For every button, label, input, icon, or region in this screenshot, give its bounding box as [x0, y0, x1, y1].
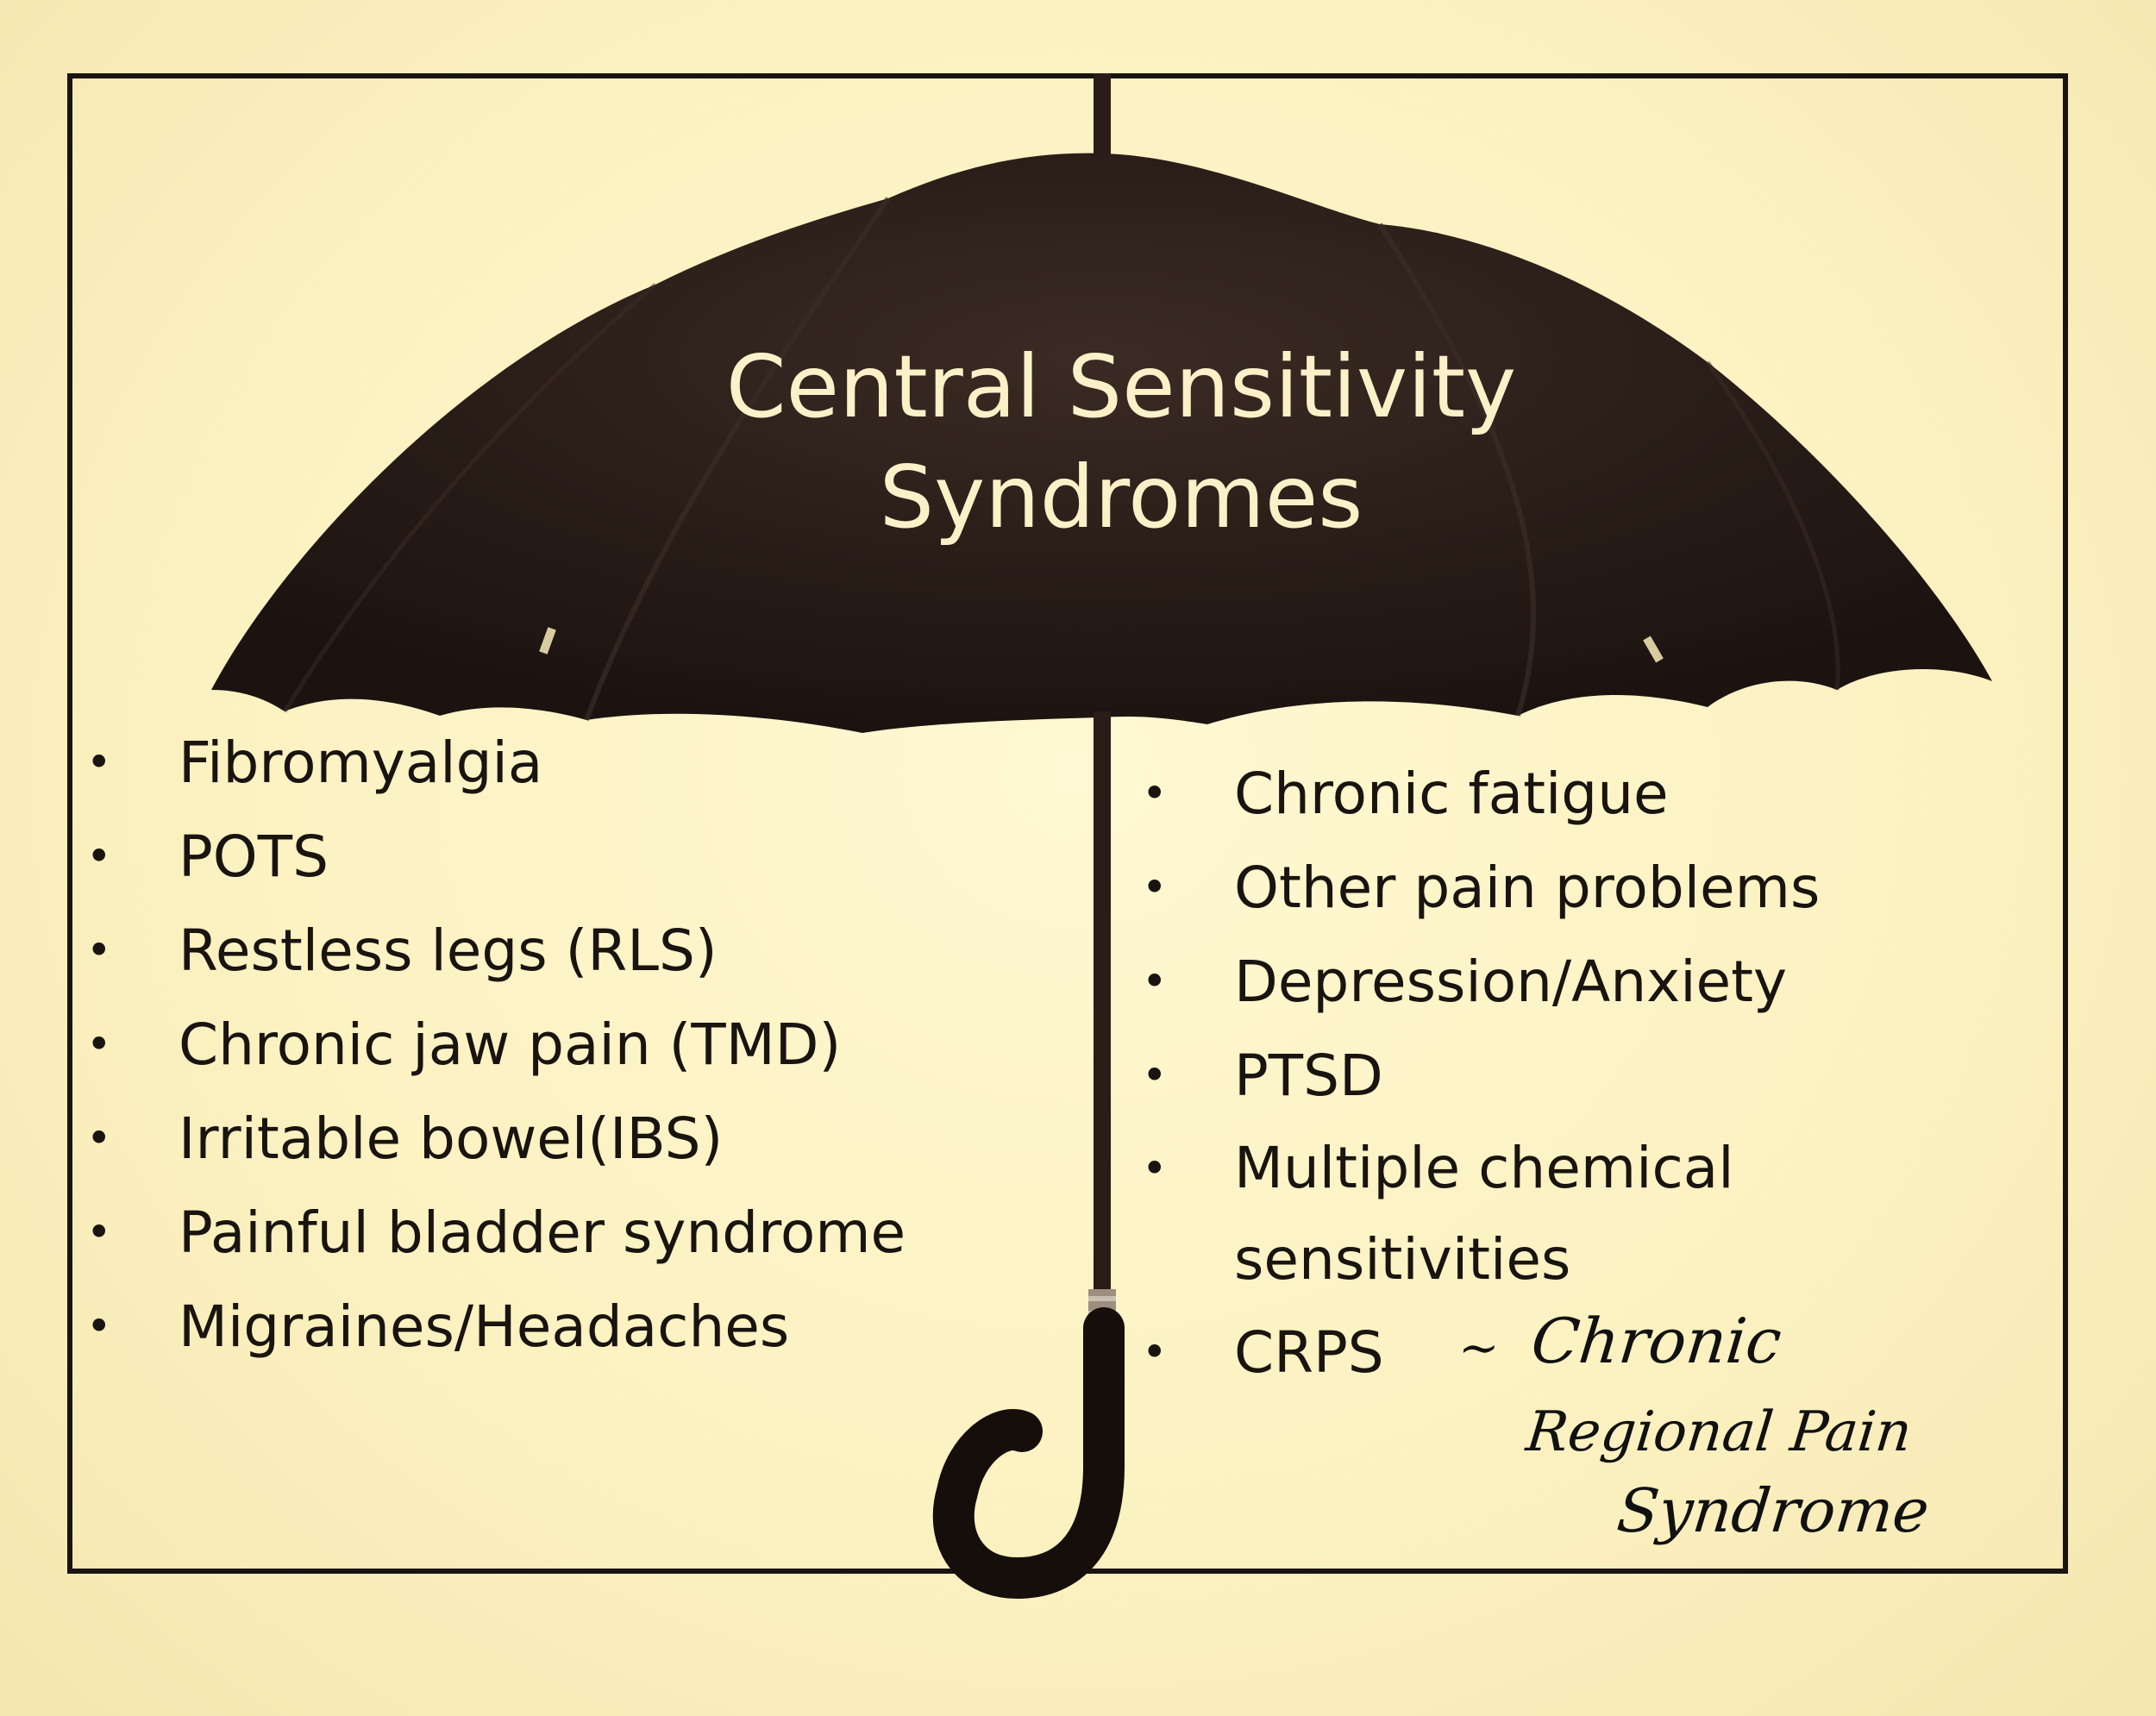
list-item-label: CRPS [1234, 1319, 1384, 1386]
bullet-icon: • [1142, 1050, 1168, 1100]
list-item: • Painful bladder syndrome [79, 1186, 906, 1280]
list-item: • POTS [79, 810, 906, 904]
title-line-2: Syndromes [879, 447, 1363, 548]
diagram-title: Central Sensitivity Syndromes [604, 332, 1639, 553]
umbrella-tip-icon [1094, 73, 1111, 160]
list-item-label: Painful bladder syndrome [179, 1199, 906, 1266]
list-item-label: PTSD [1234, 1043, 1383, 1109]
canopy-rib-icon [1705, 360, 1840, 691]
umbrella-shaft-icon [1094, 711, 1111, 1289]
left-condition-list: • Fibromyalgia • POTS • Restless legs (RLS)… [79, 716, 906, 1374]
canopy-rib-icon [1377, 222, 1536, 717]
bullet-icon: • [86, 1113, 112, 1163]
canopy-rivet-icon [539, 627, 556, 654]
handwritten-line-1: Chronic [1528, 1311, 1785, 1378]
list-item-label: Restless legs (RLS) [179, 917, 718, 984]
handwritten-line-2: Regional Pain [1522, 1400, 1915, 1464]
list-item: • Migraines/Headaches [79, 1280, 906, 1374]
canopy-rib-icon [282, 283, 657, 713]
list-item: • Chronic jaw pain (TMD) [79, 998, 906, 1092]
list-item-label: Chronic fatigue [1234, 761, 1669, 827]
umbrella-canopy-icon [211, 153, 1992, 733]
umbrella-handle-icon [932, 1307, 1125, 1600]
list-item: • Multiple chemical sensitivities [1135, 1123, 1924, 1306]
handwritten-dash: ~ [1457, 1320, 1502, 1376]
list-item-label: Migraines/Headaches [179, 1293, 790, 1360]
list-item: • CRPS [1135, 1306, 1924, 1400]
list-item-label: Irritable bowel(IBS) [179, 1105, 724, 1172]
bullet-icon: • [86, 925, 112, 975]
canopy-rib-icon [584, 197, 891, 722]
bullet-icon: • [1142, 768, 1168, 818]
list-item-label: Multiple chemical sensitivities [1234, 1135, 1734, 1293]
right-condition-list: • Chronic fatigue • Other pain problems • D… [1135, 747, 1924, 1400]
list-item-label: Other pain problems [1234, 855, 1821, 921]
list-item-label: POTS [179, 824, 329, 890]
list-item: • Depression/Anxiety [1135, 935, 1924, 1029]
bullet-icon: • [1142, 1327, 1168, 1377]
handwritten-annotation: ~ Chronic Regional Pain Syndrome [1457, 1311, 1933, 1546]
list-item-label: Fibromyalgia [179, 730, 543, 796]
bullet-icon: • [1142, 956, 1168, 1006]
bullet-icon: • [86, 1207, 112, 1257]
bullet-icon: • [1142, 862, 1168, 912]
canopy-rivet-icon [1643, 636, 1664, 663]
list-item: • Other pain problems [1135, 841, 1924, 935]
list-item: • Chronic fatigue [1135, 747, 1924, 841]
bullet-icon: • [86, 1019, 112, 1069]
list-item-label: Depression/Anxiety [1234, 949, 1788, 1015]
list-item: • Irritable bowel(IBS) [79, 1092, 906, 1186]
bullet-icon: • [1142, 1143, 1168, 1193]
list-item-label: Chronic jaw pain (TMD) [179, 1011, 842, 1078]
title-line-1: Central Sensitivity [725, 336, 1517, 437]
handwritten-line-3: Syndrome [1614, 1475, 1932, 1546]
list-item: • PTSD [1135, 1029, 1924, 1123]
list-item: • Restless legs (RLS) [79, 904, 906, 998]
bullet-icon: • [86, 1301, 112, 1351]
bullet-icon: • [86, 831, 112, 881]
bullet-icon: • [86, 737, 112, 787]
list-item: • Fibromyalgia [79, 716, 906, 810]
